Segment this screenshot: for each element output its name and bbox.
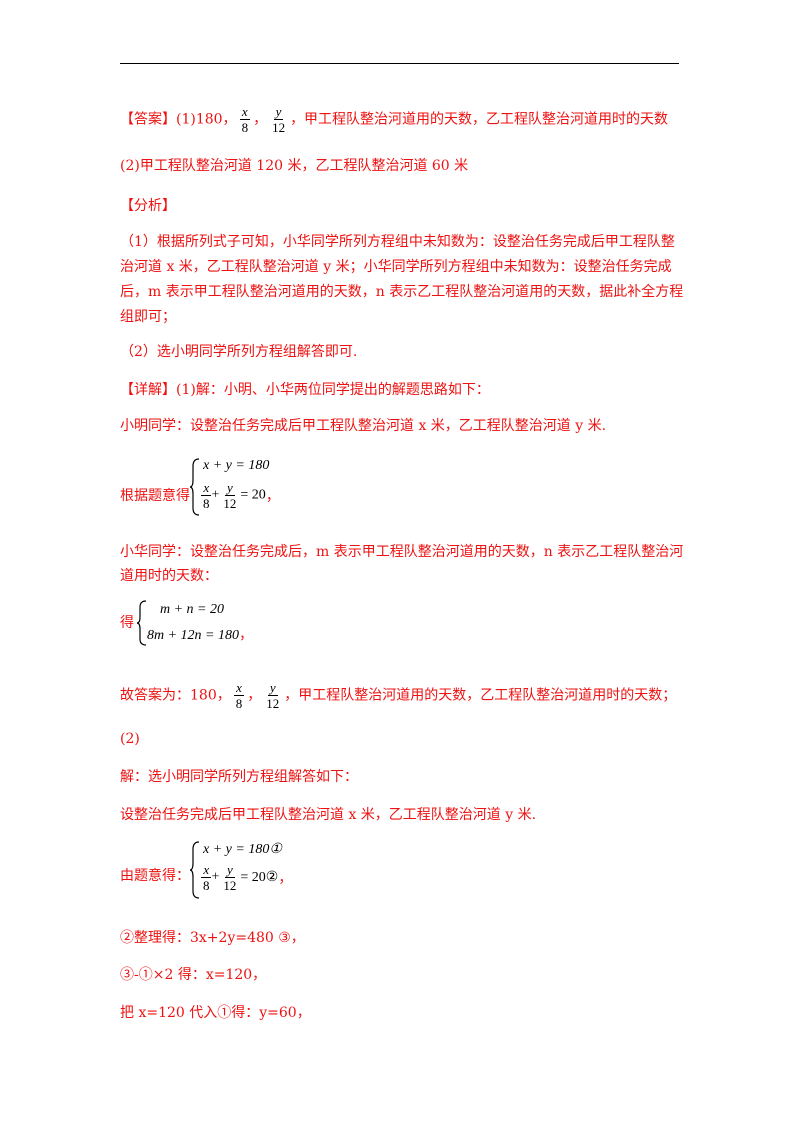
system1-equation-1: x + y = 180	[203, 458, 270, 473]
xiaoming-setup: 小明同学：设整治任务完成后甲工程队整治河道 x 米，乙工程队整治河道 y 米.	[120, 418, 607, 434]
detail-intro: (1)解：小明、小华两位同学提出的解题思路如下：	[176, 382, 490, 398]
answer-part2: (2)甲工程队整治河道 120 米，乙工程队整治河道 60 米	[120, 158, 469, 174]
analysis-tag: 【分析】	[120, 198, 176, 214]
xiaohua-setup-2: 道用时的天数：	[120, 568, 218, 584]
header-rule	[120, 63, 679, 64]
analysis-line-3: 后，m 表示甲工程队整治河道用的天数，n 表示乙工程队整治河道用的天数，据此补全…	[120, 284, 684, 300]
analysis-line-2: 治河道 x 米，乙工程队整治河道 y 米；小华同学所列方程组中未知数为：设整治任…	[120, 259, 672, 275]
system1-label: 根据题意得	[120, 488, 190, 504]
analysis-line-5: （2）选小明同学所列方程组解答即可.	[120, 344, 358, 360]
system1-brace	[189, 458, 200, 516]
system2-equation-2-row: 8m + 12n = 180，	[147, 628, 254, 643]
step-3: 把 x=120 代入①得：y=60，	[120, 1005, 311, 1021]
answer-part1-prefix: (1)180，	[176, 111, 237, 128]
answer-tag: 【答案】	[120, 111, 176, 128]
detail-intro-line: 【详解】(1)解：小明、小华两位同学提出的解题思路如下：	[120, 380, 490, 400]
step-1: ②整理得：3x+2y=480 ③，	[120, 930, 305, 946]
detail-tag: 【详解】	[120, 382, 176, 398]
system2-equation-1: m + n = 20	[160, 602, 225, 617]
system3-equation-1: x + y = 180①	[203, 842, 282, 857]
system3-brace	[189, 841, 200, 899]
system3-label: 由题意得：	[120, 868, 190, 884]
part2-tag: (2)	[120, 731, 140, 747]
system2-brace	[136, 600, 147, 646]
answer-part1-suffix: ，甲工程队整治河道用的天数，乙工程队整治河道用时的天数	[290, 111, 669, 128]
step-2: ③-①×2 得：x=120，	[120, 967, 267, 983]
analysis-line-4: 组即可；	[120, 309, 176, 325]
system2-label: 得	[120, 615, 134, 631]
part2-intro: 解：选小明同学所列方程组解答如下：	[120, 769, 358, 785]
system2-equation-2: 8m + 12n = 180	[147, 628, 240, 643]
xiaohua-setup-1: 小华同学：设整治任务完成后，m 表示甲工程队整治河道用的天数，n 表示乙工程队整…	[120, 544, 684, 560]
part2-setup: 设整治任务完成后甲工程队整治河道 x 米，乙工程队整治河道 y 米.	[120, 807, 537, 823]
analysis-line-1: （1）根据所列式子可知，小华同学所列方程组中未知数为：设整治任务完成后甲工程队整	[120, 234, 675, 250]
